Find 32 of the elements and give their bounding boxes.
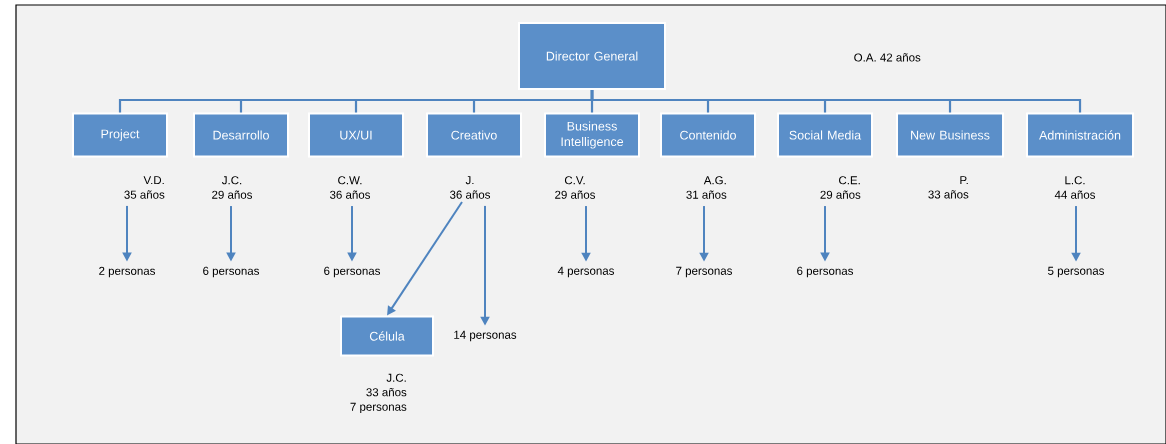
department-box: Desarrollo xyxy=(193,112,289,158)
person-info: C.W. 36 años xyxy=(330,176,371,199)
connector-line xyxy=(590,90,1082,113)
person-info: J. 36 años xyxy=(450,176,491,199)
department-box: Project xyxy=(72,112,168,158)
person-info: L.C. 44 años xyxy=(1054,176,1096,199)
team-size: 6 personas xyxy=(797,266,853,278)
department-box: Creativo xyxy=(426,112,522,158)
team-size: 5 personas xyxy=(1048,266,1105,278)
director-box: Director General xyxy=(518,22,666,90)
team-box: Célula xyxy=(340,315,434,357)
team-size: 7 personas xyxy=(676,266,732,278)
person-info: C.E. 29 años xyxy=(820,176,861,199)
team-size: 6 personas xyxy=(324,266,380,278)
team-size: 14 personas xyxy=(454,330,517,342)
team-size: 4 personas xyxy=(557,266,614,278)
team-size: 6 personas xyxy=(203,266,259,278)
person-info: O.A. 42 años xyxy=(854,53,921,62)
person-info: J.C. 33 años 7 personas xyxy=(350,373,407,414)
department-box: UX/UI xyxy=(308,112,404,158)
person-info: C.V. 29 años xyxy=(555,176,596,199)
department-box: Social Media xyxy=(777,112,873,158)
person-info: P. xyxy=(960,176,968,185)
department-box: New Business xyxy=(896,112,1004,158)
team-size: 2 personas xyxy=(99,266,155,278)
department-box: Administración xyxy=(1026,112,1134,158)
department-box: Contenido xyxy=(660,112,756,158)
person-info: J.C. 29 años xyxy=(212,176,253,199)
person-info: 33 años xyxy=(928,190,969,199)
person-info: V.D. 35 años xyxy=(124,176,165,199)
department-box: Business Intelligence xyxy=(544,112,640,158)
person-info: A.G. 31 años xyxy=(686,176,727,199)
